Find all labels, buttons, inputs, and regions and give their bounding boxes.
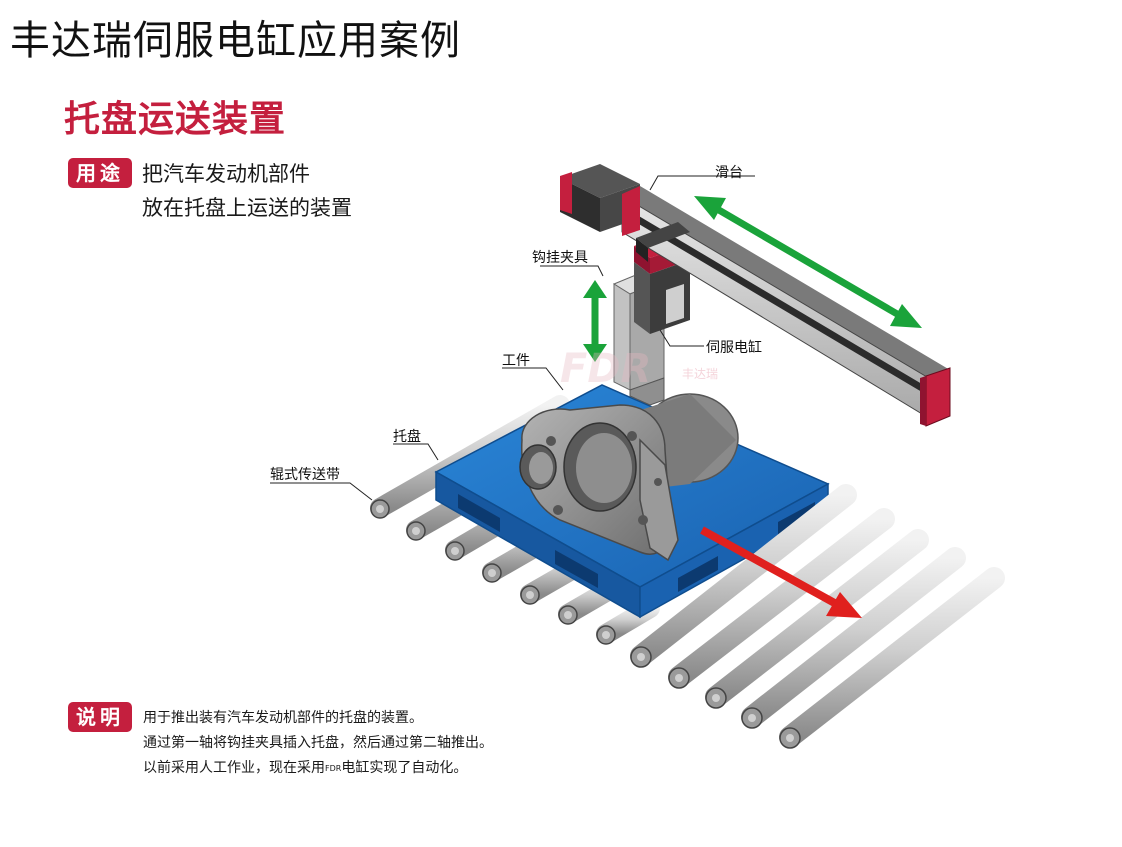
label-servo-cylinder: 伺服电缸 — [706, 340, 762, 356]
vertical-motion-arrow — [583, 280, 607, 362]
description-line-3-after: 电缸实现了自动化。 — [341, 760, 468, 776]
label-slide: 滑台 — [715, 165, 743, 181]
usage-text: 把汽车发动机部件 放在托盘上运送的装置 — [142, 157, 352, 225]
roller — [705, 529, 929, 709]
description-text: 用于推出装有汽车发动机部件的托盘的装置。 通过第一轴将钩挂夹具插入托盘，然后通过… — [143, 706, 493, 781]
engine-part-workpiece — [519, 393, 739, 562]
usage-badge: 用途 — [68, 158, 132, 188]
fdr-brand-text: FDR — [325, 764, 342, 773]
usage-line-2: 放在托盘上运送的装置 — [142, 196, 352, 220]
roller — [668, 508, 895, 689]
label-workpiece: 工件 — [502, 353, 530, 369]
roller — [630, 484, 857, 668]
label-hook-jig: 钩挂夹具 — [532, 250, 588, 266]
description-line-1: 用于推出装有汽车发动机部件的托盘的装置。 — [143, 710, 423, 726]
description-line-3: 以前采用人工作业，现在采用FDR电缸实现了自动化。 — [143, 756, 493, 781]
description-line-3-before: 以前采用人工作业，现在采用 — [143, 760, 325, 776]
label-roller-conveyor: 辊式传送带 — [270, 467, 340, 483]
description-badge: 说明 — [68, 702, 132, 732]
svg-text:FDR: FDR — [560, 346, 651, 392]
slide-rail — [560, 164, 951, 427]
description-line-2: 通过第一轴将钩挂夹具插入托盘，然后通过第二轴推出。 — [143, 735, 493, 751]
roller — [741, 547, 966, 729]
label-pallet: 托盘 — [393, 429, 421, 445]
horizontal-motion-arrow — [694, 196, 922, 328]
watermark-logo: FDR — [560, 346, 651, 392]
page-title: 丰达瑞伺服电缸应用案例 — [10, 18, 461, 64]
usage-line-1: 把汽车发动机部件 — [142, 162, 310, 186]
watermark-text: 丰达瑞 — [682, 367, 718, 381]
roller — [779, 567, 1005, 749]
roller-conveyor-front — [630, 484, 1005, 749]
section-title: 托盘运送装置 — [64, 99, 287, 140]
push-direction-arrow — [700, 526, 862, 618]
leader-lines — [270, 175, 755, 501]
